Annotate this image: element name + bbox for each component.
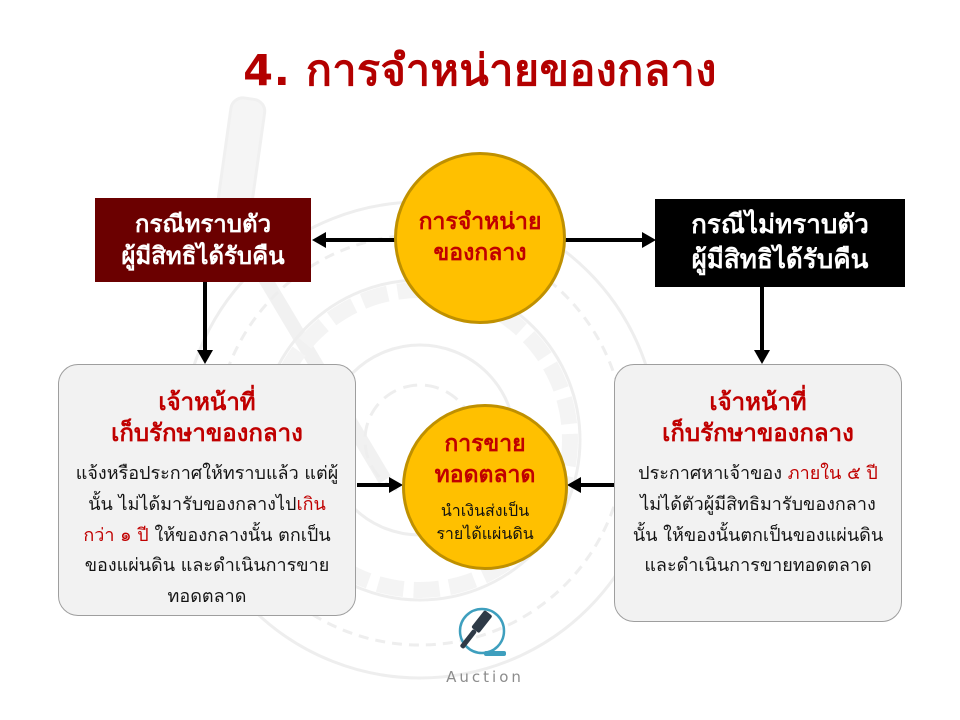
auction-circle-title: การขาย ทอดตลาด [434, 430, 536, 488]
card-right-title: เจ้าหน้าที่ เก็บรักษาของกลาง [662, 388, 854, 448]
arrow-left-card-to-auction [357, 477, 403, 493]
auction-logo: Auction [433, 604, 537, 686]
top-circle-disposal: การจำหน่าย ของกลาง [394, 152, 566, 324]
highlight-within-5-years: ภายใน ๕ ปี [787, 463, 878, 485]
arrow-circle-to-left-header [312, 232, 396, 248]
arrow-left-header-to-card [197, 282, 213, 364]
card-unknown-owner-procedure: เจ้าหน้าที่ เก็บรักษาของกลาง ประกาศหาเจ้… [614, 364, 902, 622]
header-unknown-owner: กรณีไม่ทราบตัว ผู้มีสิทธิได้รับคืน [655, 199, 905, 287]
card-right-body: ประกาศหาเจ้าของ ภายใน ๕ ปี ไม่ได้ตัวผู้ม… [632, 463, 884, 577]
header-known-owner: กรณีทราบตัว ผู้มีสิทธิได้รับคืน [95, 198, 311, 282]
page-title: 4. การจำหน่ายของกลาง [243, 46, 717, 96]
arrow-circle-to-right-header [564, 232, 656, 248]
arrow-right-header-to-card [754, 287, 770, 364]
gavel-icon [458, 607, 506, 656]
auction-circle: การขาย ทอดตลาด นำเงินส่งเป็น รายได้แผ่นด… [402, 404, 568, 570]
auction-logo-label: Auction [446, 668, 524, 686]
arrow-right-card-to-auction [567, 477, 615, 493]
card-left-title: เจ้าหน้าที่ เก็บรักษาของกลาง [111, 388, 303, 448]
auction-circle-subtitle: นำเงินส่งเป็น รายได้แผ่นดิน [436, 500, 534, 544]
card-left-body: แจ้งหรือประกาศให้ทราบแล้ว แต่ผู้นั้น ไม่… [75, 463, 339, 607]
arrowhead-right-icon [642, 232, 656, 248]
arrowhead-down-icon [754, 350, 770, 364]
card-known-owner-procedure: เจ้าหน้าที่ เก็บรักษาของกลาง แจ้งหรือประ… [58, 364, 356, 616]
arrowhead-right-icon [389, 477, 403, 493]
arrowhead-down-icon [197, 350, 213, 364]
top-circle-title: การจำหน่าย ของกลาง [418, 208, 542, 266]
highlight-over-1-year: เกินกว่า ๑ ปี [83, 493, 326, 546]
arrowhead-left-icon [312, 232, 326, 248]
arrowhead-left-icon [567, 477, 581, 493]
